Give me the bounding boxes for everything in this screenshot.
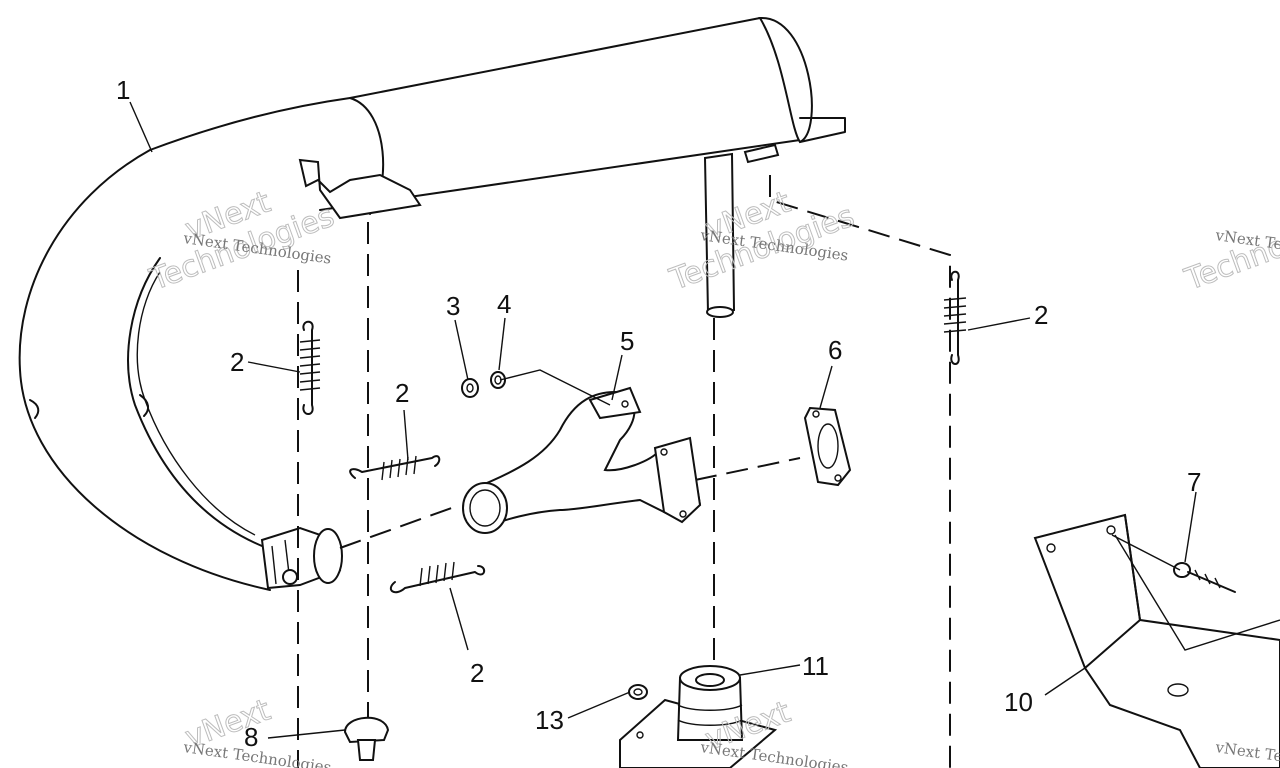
callout-7: 7 <box>1187 467 1201 497</box>
callout-6: 6 <box>828 335 842 365</box>
callout-13: 13 <box>535 705 564 735</box>
watermark-group-2: vNext Technologies vNext Technologies <box>664 184 859 298</box>
gasket <box>803 406 852 487</box>
callout-2a: 2 <box>230 347 244 377</box>
y-pipe <box>462 386 702 534</box>
watermark-group-4: vNext vNext Technologies <box>180 692 332 768</box>
screw-7 <box>1173 562 1236 593</box>
callout-10: 10 <box>1004 687 1033 717</box>
watermark-group-1: vNext Technologies vNext Technologies <box>144 184 339 298</box>
callout-labels: 1 2 2 2 2 3 4 5 6 7 8 10 11 13 <box>116 75 1201 752</box>
washer-13 <box>628 684 648 700</box>
callout-1: 1 <box>116 75 130 105</box>
bumper-8 <box>343 716 390 761</box>
callout-3: 3 <box>446 291 460 321</box>
callout-8: 8 <box>244 722 258 752</box>
watermark-group-3: Technologies vNext Technologies <box>1179 198 1280 298</box>
muffler <box>149 16 846 318</box>
callout-4: 4 <box>497 289 511 319</box>
spring-2c <box>389 561 486 594</box>
spring-parts <box>299 270 967 594</box>
spring-2d <box>943 270 967 365</box>
heat-shield <box>1033 513 1280 768</box>
spring-2b <box>349 455 441 481</box>
assembly-lines <box>297 175 951 768</box>
spring-2a <box>299 320 321 415</box>
exhaust-pipe <box>18 149 343 591</box>
callout-2b: 2 <box>395 378 409 408</box>
callout-2c: 2 <box>470 658 484 688</box>
callout-2d: 2 <box>1034 300 1048 330</box>
mount-grommet <box>619 665 778 768</box>
callout-5: 5 <box>620 326 634 356</box>
callout-11: 11 <box>802 651 829 681</box>
washer-parts <box>461 371 506 398</box>
leader-lines <box>129 101 1280 739</box>
